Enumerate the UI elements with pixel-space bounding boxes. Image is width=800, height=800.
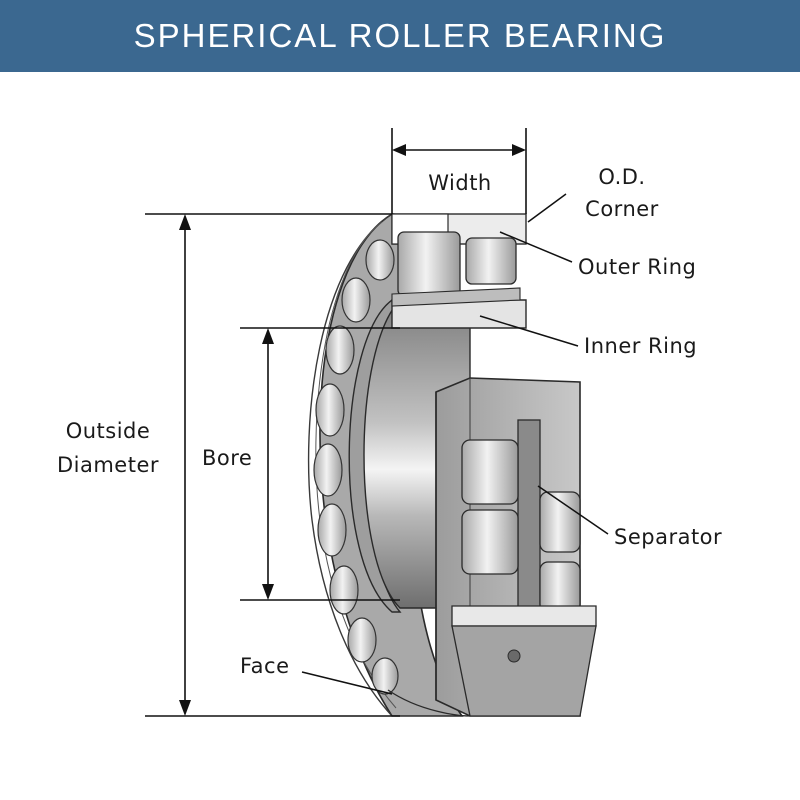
dimension-lines — [145, 128, 527, 717]
od-corner-label-line1: O.D. — [598, 165, 646, 189]
diagram-title: SPHERICAL ROLLER BEARING — [133, 17, 667, 54]
top-cut-section — [391, 213, 527, 307]
outside-diameter-label-line1: Outside — [65, 419, 151, 443]
bore-label: Bore — [202, 446, 253, 470]
od-corner-label: O.D. Corner — [572, 164, 672, 223]
od-corner-label-line2: Corner — [585, 197, 659, 222]
outer-ring-label: Outer Ring — [578, 255, 697, 279]
face-label: Face — [240, 654, 290, 678]
title-banner: SPHERICAL ROLLER BEARING — [0, 0, 800, 72]
outside-diameter-label: Outside Diameter — [48, 418, 168, 479]
inner-ring-label: Inner Ring — [584, 334, 698, 358]
separator-label: Separator — [614, 525, 723, 549]
width-label: Width — [428, 171, 492, 195]
outside-diameter-label-line2: Diameter — [56, 453, 160, 478]
front-cut-section — [387, 377, 597, 717]
rear-rollers — [313, 239, 399, 695]
dimension-arrowheads — [179, 144, 526, 716]
leader-lines — [301, 193, 609, 695]
